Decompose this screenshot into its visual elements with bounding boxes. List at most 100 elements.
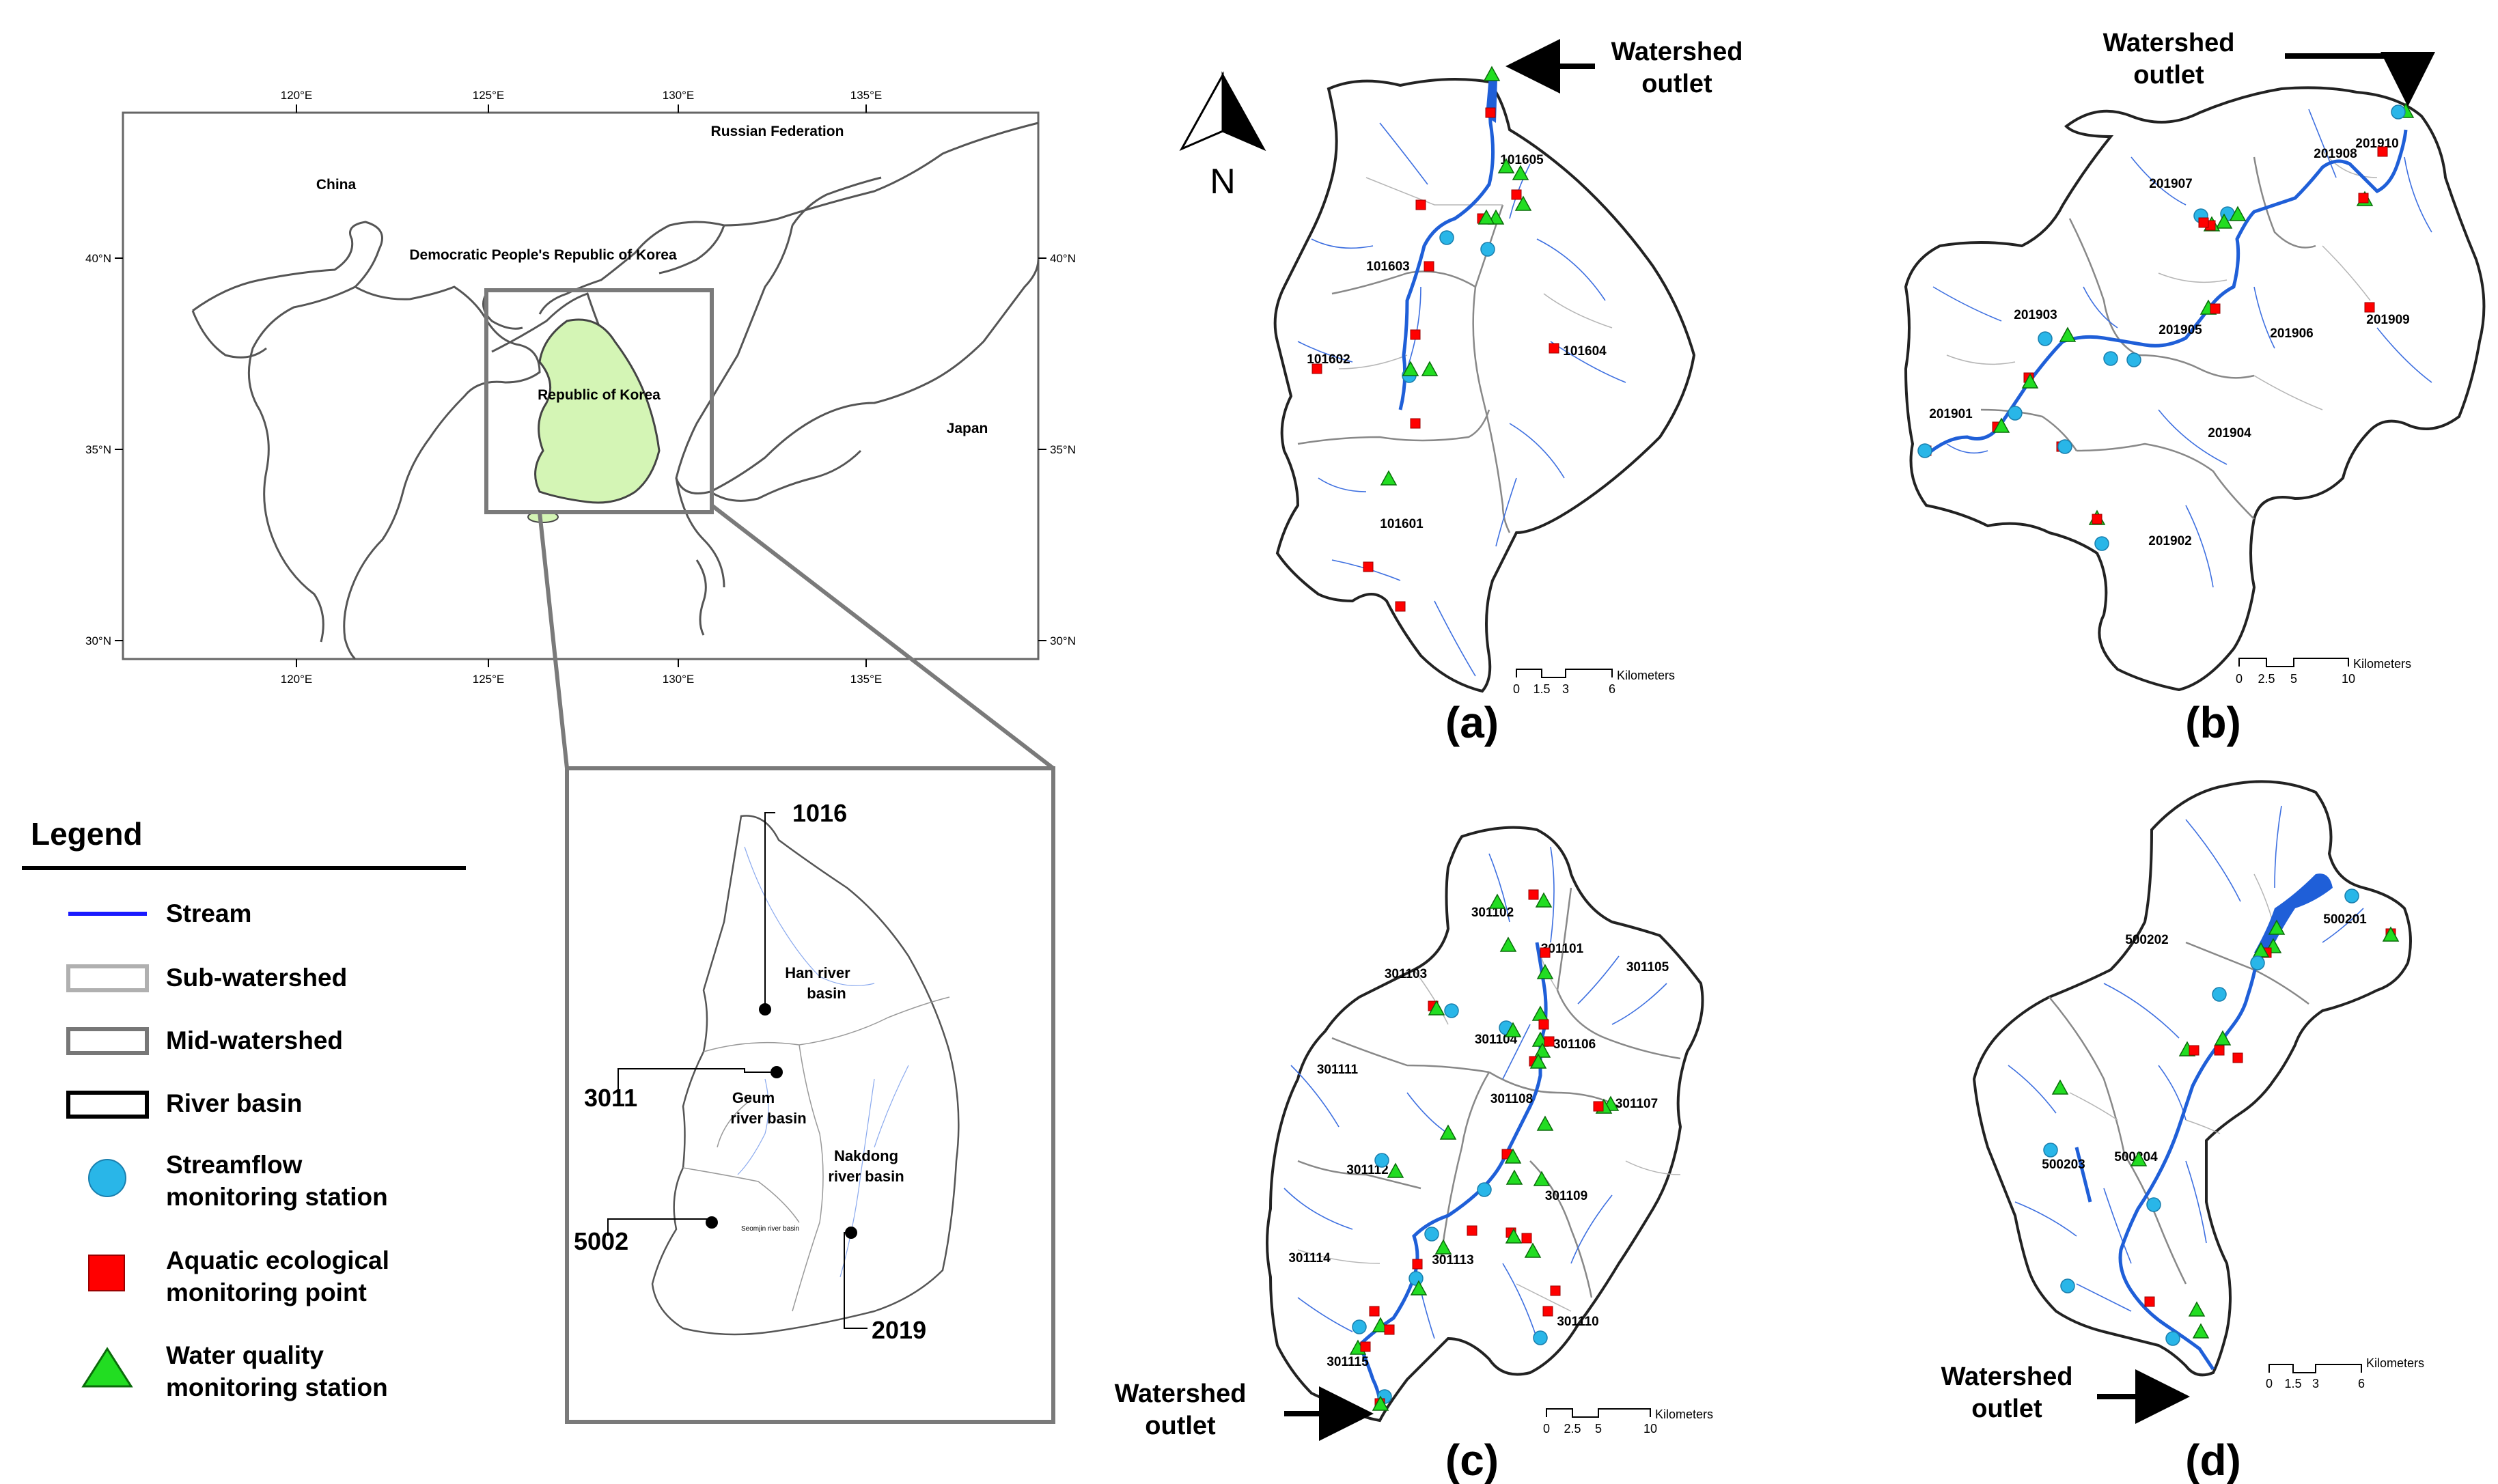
streamflow-station-marker [2391, 104, 2406, 120]
water-quality-station-marker [1514, 195, 1532, 211]
south-korea-shape [534, 318, 661, 504]
panel-label-a: (a) [1445, 698, 1499, 747]
label-101603: 101603 [1366, 260, 1409, 274]
water-quality-station-marker [1524, 1242, 1542, 1258]
water-quality-station-marker [2188, 1301, 2206, 1317]
study-area-box [484, 288, 714, 514]
scale-a-tick-0: 0 [1513, 682, 1520, 696]
water-quality-station-marker [2214, 1030, 2232, 1046]
outlet-label-b-line1: Watershed [2103, 29, 2235, 57]
water-quality-station-marker [1512, 165, 1529, 180]
legend-ecological-label-1: Aquatic ecological [166, 1246, 389, 1274]
ecological-point-marker [1549, 343, 1559, 354]
lon-tick-bottom-130: 130°E [663, 673, 695, 686]
label-301110: 301110 [1557, 1315, 1598, 1329]
label-301102: 301102 [1471, 906, 1514, 920]
water-quality-station-marker [2059, 326, 2077, 342]
water-quality-station-marker [1410, 1280, 1428, 1296]
water-quality-station-marker [2021, 373, 2039, 389]
outlet-label-b-line2: outlet [2133, 61, 2204, 89]
label-201904: 201904 [2208, 426, 2251, 440]
streamflow-station-marker [1917, 443, 1932, 458]
water-quality-station-marker [1372, 1395, 1389, 1411]
water-quality-station-marker [2229, 206, 2247, 221]
station-markers [1349, 889, 1620, 1411]
ecological-point-marker [2198, 217, 2209, 228]
ecological-point-marker [1363, 561, 1374, 572]
outlet-label-c-line2: outlet [1145, 1412, 1216, 1440]
legend-mid-watershed-label: Mid-watershed [166, 1026, 343, 1054]
scale-b-tick-3: 10 [2342, 672, 2355, 686]
label-china: China [316, 177, 357, 193]
scale-c-tick-2: 5 [1595, 1422, 1602, 1436]
outlet-label-c-line1: Watershed [1115, 1380, 1247, 1408]
mid-watershed-legend-icon [66, 1027, 149, 1055]
ecological-point-marker [2144, 1296, 2155, 1307]
label-geum-basin-line1: Geum [732, 1089, 775, 1106]
inset-map: 1016 3011 5002 2019 Han river basin Geum… [565, 766, 1055, 1424]
ecological-point-marker [2210, 303, 2221, 314]
basin-boundaries [682, 996, 950, 1312]
streamflow-station-marker [1477, 1182, 1492, 1197]
code-2019: 2019 [872, 1316, 926, 1344]
ecological-point-marker [1360, 1341, 1371, 1352]
ecological-point-marker [1412, 1259, 1423, 1270]
water-quality-station-legend-icon [81, 1347, 133, 1388]
label-han-basin-line2: basin [807, 985, 846, 1002]
water-quality-station-marker [2051, 1079, 2069, 1095]
ecological-point-marker [1544, 1036, 1555, 1047]
river-basin-legend-icon [66, 1091, 149, 1119]
label-201903: 201903 [2014, 308, 2057, 322]
streamflow-station-marker [2165, 1331, 2180, 1346]
outlet-label-d-line1: Watershed [1941, 1362, 2073, 1391]
legend-river-basin-label: River basin [166, 1089, 302, 1117]
label-russia: Russian Federation [711, 124, 844, 139]
inset-map-frame [565, 766, 1055, 1424]
water-quality-station-marker [1439, 1124, 1457, 1140]
sub-watershed-legend-icon [66, 964, 149, 992]
water-quality-station-marker [1434, 1239, 1452, 1255]
legend-rule [22, 866, 466, 870]
ecological-point-marker [2189, 1045, 2199, 1056]
ecological-point-marker [1395, 601, 1406, 612]
scale-b-unit: Kilometers [2353, 657, 2411, 671]
label-101604: 101604 [1563, 344, 1607, 359]
label-north-korea: Democratic People's Republic of Korea [409, 247, 677, 263]
streamflow-station-marker [1352, 1319, 1367, 1334]
water-quality-station-marker [1483, 66, 1501, 81]
scale-a-tick-1: 1.5 [1533, 682, 1550, 696]
streamflow-station-marker [2038, 331, 2053, 346]
panel-d: 500201 500202 500203 500204 0 1.5 3 6 Ki… [1941, 780, 2424, 1484]
ecological-point-marker [1528, 889, 1539, 900]
ecological-point-marker [1485, 107, 1496, 118]
streamflow-station-legend-icon [88, 1159, 126, 1197]
panel-b: 201908 201910 201907 201903 201905 20190… [1904, 29, 2486, 747]
station-markers [1312, 66, 1559, 612]
label-500203: 500203 [2042, 1158, 2085, 1172]
streamflow-station-marker [1408, 1271, 1424, 1286]
legend-stream-label: Stream [166, 899, 251, 927]
water-quality-station-marker [1380, 470, 1398, 486]
water-quality-station-marker [2382, 926, 2400, 942]
panel-label-d: (d) [2185, 1436, 2241, 1484]
streamflow-station-marker [2212, 987, 2227, 1002]
water-quality-station-marker [1505, 1169, 1523, 1185]
water-quality-station-marker [1536, 964, 1554, 979]
label-301107: 301107 [1615, 1097, 1658, 1111]
code-5002: 5002 [574, 1227, 628, 1255]
label-301108: 301108 [1490, 1092, 1533, 1106]
lon-tick-top-125: 125°E [473, 89, 505, 102]
ecological-point-legend-icon [88, 1255, 125, 1291]
lat-tick-left-35: 35°N [85, 443, 111, 456]
label-nakdong-basin-line2: river basin [828, 1168, 904, 1185]
label-301115: 301115 [1327, 1355, 1369, 1369]
ecological-point-marker [1521, 1233, 1532, 1244]
outlet-label-d-line2: outlet [1971, 1395, 2042, 1423]
streamflow-station-marker [2043, 1143, 2058, 1158]
water-quality-station-marker [1497, 158, 1515, 173]
legend-title: Legend [31, 816, 143, 852]
label-301113: 301113 [1432, 1253, 1473, 1268]
north-arrow: N [1179, 71, 1266, 201]
streamflow-station-marker [1533, 1330, 1548, 1345]
water-quality-station-marker [1504, 1148, 1522, 1164]
